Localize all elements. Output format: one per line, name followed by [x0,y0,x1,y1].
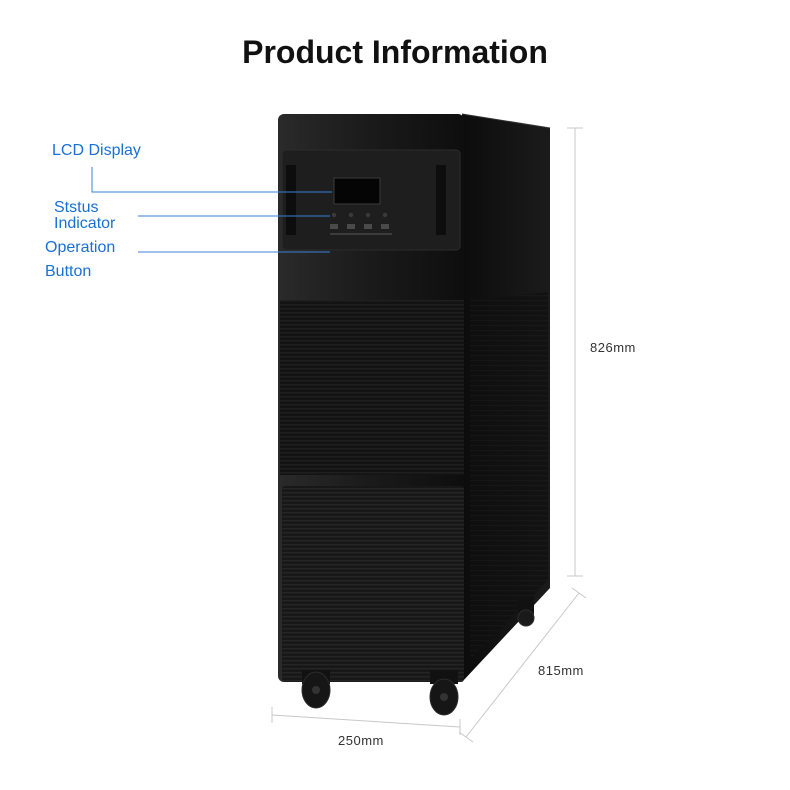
width-dimension-label: 250mm [338,733,384,748]
callout-lcd-display: LCD Display [52,142,141,159]
operation-buttons [330,224,392,235]
callout-status-line2: Indicator [54,215,116,232]
callout-status-line1: Ststus [54,199,99,216]
ups-vent-lower [282,486,464,682]
width-dimension-line [271,707,461,735]
ups-side-panel [461,113,551,682]
callout-operation-line1: Operation [45,239,116,256]
front-caster-left [301,670,331,709]
front-caster-right [429,670,459,716]
rear-caster [517,596,535,627]
ups-vent-upper [280,300,464,475]
lcd-leader-line [91,167,332,193]
status-indicator-leds [331,212,388,218]
depth-dimension-line [458,587,587,743]
depth-dimension-label: 815mm [538,663,584,678]
lcd-screen [333,177,381,205]
height-dimension-label: 826mm [590,340,636,355]
page-title: Product Information [242,34,548,70]
height-dimension-line [567,127,583,577]
callout-operation-line2: Button [45,263,92,280]
